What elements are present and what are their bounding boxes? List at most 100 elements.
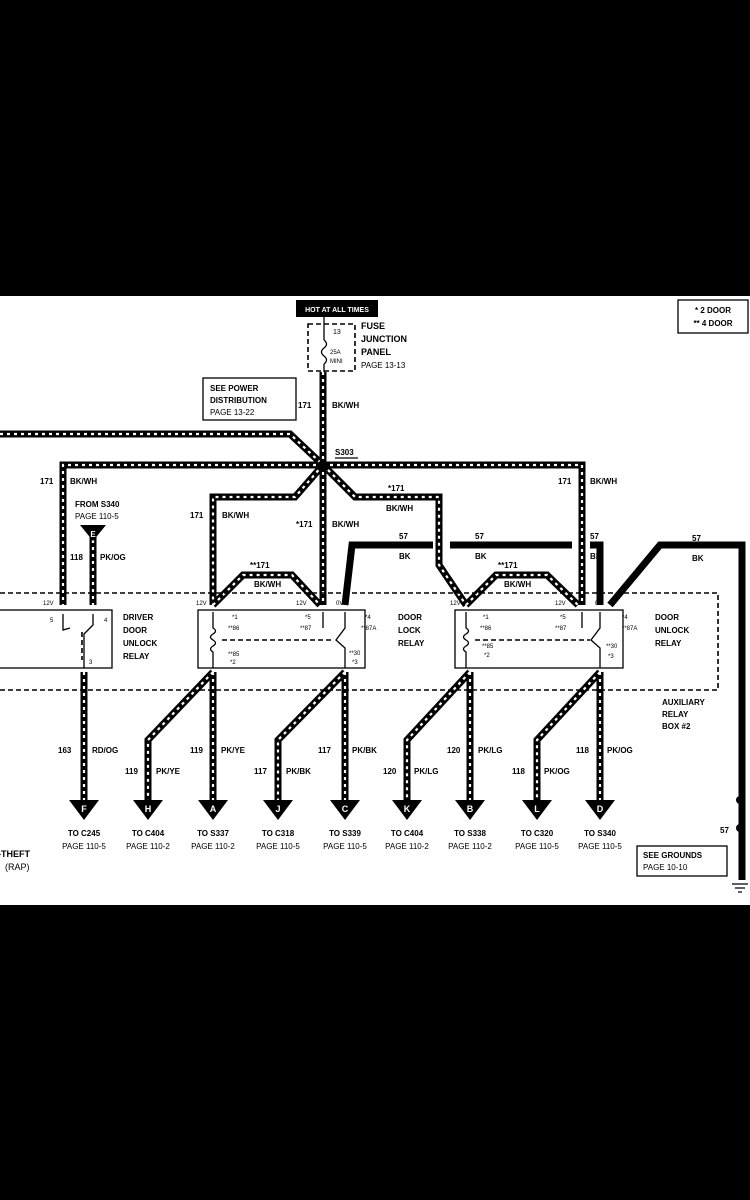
pin-5: *5 (560, 615, 566, 621)
auxiliary-relay-box-outline (0, 592, 719, 691)
power-wires (0, 372, 586, 608)
pin-12v: 12V (555, 601, 566, 607)
connector-letter: D (597, 804, 604, 814)
wire-label-118: 118 (70, 553, 83, 562)
hot-at-all-times-box (296, 300, 378, 317)
fuse-rating-2: MINI (330, 359, 343, 365)
relay-coil-icon (462, 612, 470, 668)
wire-label-bkwh: BK/WH (222, 511, 249, 520)
wire-label-171: 171 (40, 477, 54, 486)
lock-relay-line-1: DOOR (398, 613, 422, 622)
pin-87a: **87A (622, 626, 637, 632)
pin-12v: 12V (450, 601, 461, 607)
connector-letter: L (534, 804, 540, 814)
wire-label-57: 57 (590, 532, 599, 541)
legend-line-2: ** 4 DOOR (693, 319, 732, 328)
pin-1: *1 (232, 615, 238, 621)
wire-label-star171: *171 (296, 520, 313, 529)
connector-page: PAGE 110-5 (62, 842, 106, 851)
connector-triangle-icon (585, 800, 615, 820)
fuse-label-3: PANEL (361, 347, 391, 357)
connector-page: PAGE 110-2 (448, 842, 492, 851)
wire-label-163: 163 (58, 746, 72, 755)
legend-box (677, 299, 749, 334)
wire-label-2star171: **171 (250, 561, 270, 570)
ground-symbol-icon (732, 883, 748, 893)
see-power-box (202, 377, 297, 421)
driver-relay-line-2: DOOR (123, 626, 147, 635)
wire-label-119: 119 (125, 767, 138, 776)
wire-label-171: 171 (190, 511, 204, 520)
hot-at-all-times-label: HOT AT ALL TIMES (305, 307, 369, 314)
lock-relay-line-2: LOCK (398, 626, 421, 635)
pin-3: *3 (608, 654, 614, 660)
pin-12v: 12V (43, 601, 54, 607)
pin-86: **86 (480, 626, 492, 632)
pin-30: **30 (349, 651, 361, 657)
wire-label-bkwh: BK/WH (590, 477, 617, 486)
wire-label-57: 57 (692, 534, 701, 543)
see-power-line-1: SEE POWER (210, 384, 259, 393)
wire-label-119: 119 (190, 746, 203, 755)
wire-label-pkog: PK/OG (607, 746, 633, 755)
fuse-rating: 25A (330, 350, 341, 356)
pin-87: **87 (300, 626, 312, 632)
connector-triangle-icon (392, 800, 422, 820)
legend-line-1: * 2 DOOR (695, 306, 731, 315)
wire-label-pkye: PK/YE (156, 767, 181, 776)
pin-12v: 12V (196, 601, 207, 607)
wire-label-118: 118 (512, 767, 525, 776)
wire-label-bk: BK (590, 552, 602, 561)
connector-letter: F (81, 804, 87, 814)
door-lock-relay: 12V 12V 0V *1 **86 *5 **87 *4 **87A **85… (196, 601, 376, 669)
pin-85: **85 (482, 644, 494, 650)
aux-box-line-1: AUXILIARY (662, 698, 705, 707)
connector-destination: TO S339 (329, 829, 361, 838)
wire-label-2star171: **171 (498, 561, 518, 570)
wire-label-bkwh: BK/WH (254, 580, 281, 589)
connector-destination: TO C320 (521, 829, 554, 838)
connector-destination: TO S340 (584, 829, 616, 838)
connector-destination: TO S338 (454, 829, 486, 838)
pin-4: 4 (104, 618, 108, 624)
unlock-relay-line-1: DOOR (655, 613, 679, 622)
fuse-page: PAGE 13-13 (361, 361, 406, 370)
see-power-line-3: PAGE 13-22 (210, 408, 255, 417)
wire-label-bkwh: BK/WH (504, 580, 531, 589)
door-unlock-relay: 12V 12V 0V *1 **86 *5 **87 *4 **87A **85… (450, 601, 637, 669)
wiring-diagram-panel: HOT AT ALL TIMES * 2 DOOR ** 4 DOOR 13 2… (0, 296, 750, 905)
wire-label-120: 120 (447, 746, 461, 755)
pin-12v: 12V (296, 601, 307, 607)
wire-label-171: 171 (558, 477, 572, 486)
connector-triangle-icon (455, 800, 485, 820)
wire-label-rdog: RD/OG (92, 746, 118, 755)
relay-coil-icon (209, 612, 217, 668)
pin-2: *2 (484, 653, 490, 659)
connector-destination: TO C404 (391, 829, 424, 838)
driver-relay-line-4: RELAY (123, 652, 150, 661)
connector-destination: TO C404 (132, 829, 165, 838)
wire-label-pkog: PK/OG (100, 553, 126, 562)
wire-label-pkog: PK/OG (544, 767, 570, 776)
wire-label-117: 117 (318, 746, 331, 755)
splice-dot (736, 796, 744, 804)
splice-dot (736, 824, 744, 832)
connector-e-icon (80, 525, 106, 541)
pin-85: **85 (228, 652, 240, 658)
see-grounds-line-2: PAGE 10-10 (643, 863, 688, 872)
wire-label-pklg: PK/LG (414, 767, 438, 776)
wire-label-pkbk: PK/BK (352, 746, 377, 755)
connector-letter: A (210, 804, 217, 814)
connector-letter: B (467, 804, 474, 814)
wire-label-57: 57 (720, 826, 729, 835)
connector-page: PAGE 110-2 (126, 842, 170, 851)
connector-triangle-icon (330, 800, 360, 820)
wire-label-118: 118 (576, 746, 589, 755)
wire-label-bkwh: BK/WH (386, 504, 413, 513)
